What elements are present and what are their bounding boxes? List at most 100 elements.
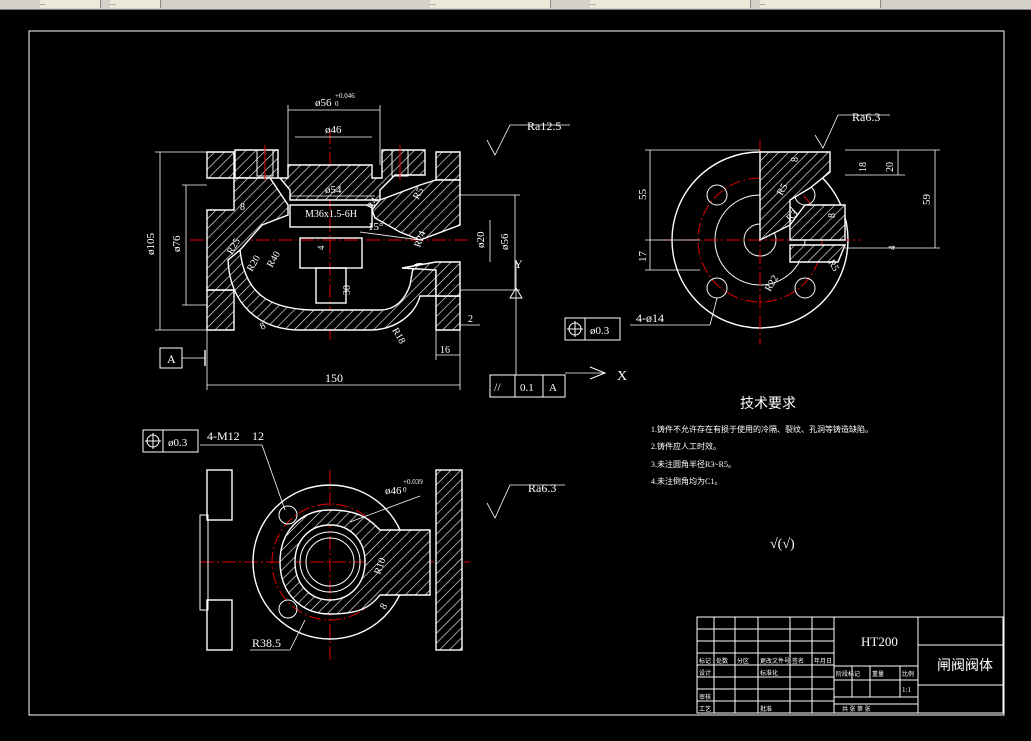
front-tol-datum: A: [549, 382, 557, 394]
dim-d20: ø20: [475, 231, 487, 248]
side-dim-r5a: R5: [775, 182, 790, 198]
dim-r40: R40: [265, 250, 283, 270]
top-position-value: ø0.3: [168, 437, 188, 449]
axis-x-label: X: [617, 369, 627, 384]
side-bolt-hole-3: [706, 277, 728, 299]
notes-item-3: 3.未注圆角半径R3~R5。: [651, 459, 736, 469]
svg-text:工艺: 工艺: [699, 705, 711, 713]
top-r10: R10: [372, 557, 388, 576]
svg-text:比例: 比例: [902, 670, 914, 678]
title-block: 标记 处数 分区 更改文件号 签名 年月日 设计 标准化 审核 工艺 批准 阶段…: [696, 616, 1004, 714]
dim-d56: ø56: [315, 97, 332, 109]
side-roughness: Ra6.3: [852, 110, 880, 124]
notes-item-2: 2.铸件应人工时效。: [651, 441, 721, 451]
datum-a-label: A: [167, 352, 176, 366]
dim-thread: M36x1.5-6H: [305, 209, 357, 220]
drawing-border: [28, 30, 1005, 716]
dim-r5: R5: [411, 186, 426, 202]
notes-roughness-symbol: √(√): [770, 537, 795, 552]
svg-text:分区: 分区: [737, 657, 749, 665]
dim-r4: R4: [365, 196, 380, 212]
svg-text:设计: 设计: [699, 669, 711, 677]
dim-angle: 15°: [368, 221, 383, 233]
front-tol-symbol: //: [494, 380, 501, 394]
front-view: ø56 +0.046 0 ø46 ø54 M36x1.5-6H 15° ø105…: [145, 92, 627, 398]
dim-d54: ø54: [325, 184, 342, 196]
svg-text:批准: 批准: [760, 705, 772, 713]
svg-text:共 张 第 张: 共 张 第 张: [842, 705, 871, 713]
svg-text:更改文件号: 更改文件号: [760, 657, 790, 665]
title-part-name: 闸阀阀体: [937, 658, 993, 674]
side-bolt-hole-4: [794, 277, 816, 299]
dim-w2: 2: [468, 314, 473, 325]
cad-drawing: ø56 +0.046 0 ø46 ø54 M36x1.5-6H 15° ø105…: [28, 30, 1005, 716]
side-dim-h20: 20: [885, 162, 896, 172]
side-dim-r22: R22: [763, 274, 781, 294]
top-d46-sub: 0: [403, 486, 407, 494]
top-depth-label: 12: [252, 429, 264, 443]
svg-text:标准化: 标准化: [760, 669, 778, 677]
top-view: 4-M12 12 ø0.3 ø46 +0.039 0 Ra6.3 R10 8 R…: [142, 429, 565, 660]
dim-r20: R20: [245, 254, 263, 274]
dim-h4: 4: [316, 245, 326, 250]
side-dim-h18: 18: [858, 162, 869, 172]
svg-text:处数: 处数: [716, 657, 728, 665]
tab-2[interactable]: ...: [110, 0, 161, 8]
side-position-frame: [564, 317, 621, 341]
dim-d56-sub: 0: [335, 100, 339, 108]
side-bolt-hole-1: [706, 184, 728, 206]
dim-d46: ø46: [325, 124, 342, 136]
svg-text:签名: 签名: [792, 657, 804, 665]
dim-d76: ø76: [171, 235, 183, 252]
dim-d56-sup: +0.046: [335, 92, 355, 100]
notes-item-1: 1.铸件不允许存在有损于使用的冷隔、裂纹、孔洞等铸造缺陷。: [651, 424, 873, 434]
front-roughness: Ra12.5: [527, 119, 561, 133]
svg-text:审核: 审核: [699, 693, 711, 701]
top-position-frame: [142, 429, 199, 453]
dim-d105: ø105: [145, 233, 157, 256]
drawing-canvas[interactable]: ø56 +0.046 0 ø46 ø54 M36x1.5-6H 15° ø105…: [0, 10, 1031, 736]
dim-h8b: 8: [258, 321, 268, 333]
side-dim-h4: 4: [887, 245, 897, 250]
svg-text:年月日: 年月日: [814, 657, 832, 665]
notes-item-4: 4.未注倒角均为C1。: [651, 476, 722, 486]
side-dim-h8: 8: [790, 157, 801, 162]
top-d46-sup: +0.039: [403, 478, 423, 486]
svg-text:重量: 重量: [872, 670, 884, 678]
dim-r18: R18: [389, 326, 407, 346]
tab-3[interactable]: ...: [430, 0, 551, 8]
top-threads-label: 4-M12: [207, 429, 240, 443]
dim-d56r: ø56: [499, 233, 511, 250]
tab-4[interactable]: ...: [590, 0, 751, 8]
top-bolt-hole-2: [278, 599, 298, 619]
dim-r24: R24: [412, 230, 428, 249]
top-d46: ø46: [385, 485, 402, 497]
side-dim-r5b: R5: [825, 258, 840, 274]
side-holes-label: 4-ø14: [636, 311, 664, 325]
dim-w16: 16: [440, 345, 450, 356]
front-tolerance-frame: [489, 374, 566, 398]
side-dim-h17: 17: [637, 251, 649, 263]
front-tol-value: 0.1: [520, 382, 534, 394]
side-dim-h59: 59: [921, 194, 933, 206]
title-material: HT200: [861, 634, 898, 649]
axis-y-label: Y: [514, 257, 523, 271]
dim-l150: 150: [325, 371, 343, 385]
tab-5[interactable]: ...: [760, 0, 881, 8]
technical-notes: 技术要求 1.铸件不允许存在有损于使用的冷隔、裂纹、孔洞等铸造缺陷。 2.铸件应…: [651, 396, 873, 552]
side-position-value: ø0.3: [590, 325, 610, 337]
notes-title: 技术要求: [740, 396, 796, 412]
svg-text:阶段标记: 阶段标记: [836, 670, 860, 678]
side-dim-h55: 55: [637, 189, 649, 201]
top-roughness: Ra6.3: [528, 481, 556, 495]
top-r38: R38.5: [252, 636, 281, 650]
dim-h30: 30: [342, 285, 353, 295]
dim-h8a: 8: [240, 202, 245, 213]
tab-1[interactable]: ...: [40, 0, 101, 8]
title-tab-bar: ... ... ... ... ...: [0, 0, 1031, 10]
top-bolt-hole-1: [278, 505, 298, 525]
side-view: 55 17 59 20 18 8 8 4 R5 R3 R5 R22 Ra6.3 …: [564, 110, 940, 345]
svg-text:标记: 标记: [699, 657, 711, 665]
top-h8: 8: [378, 602, 390, 612]
title-scale: 1:1: [902, 686, 911, 694]
